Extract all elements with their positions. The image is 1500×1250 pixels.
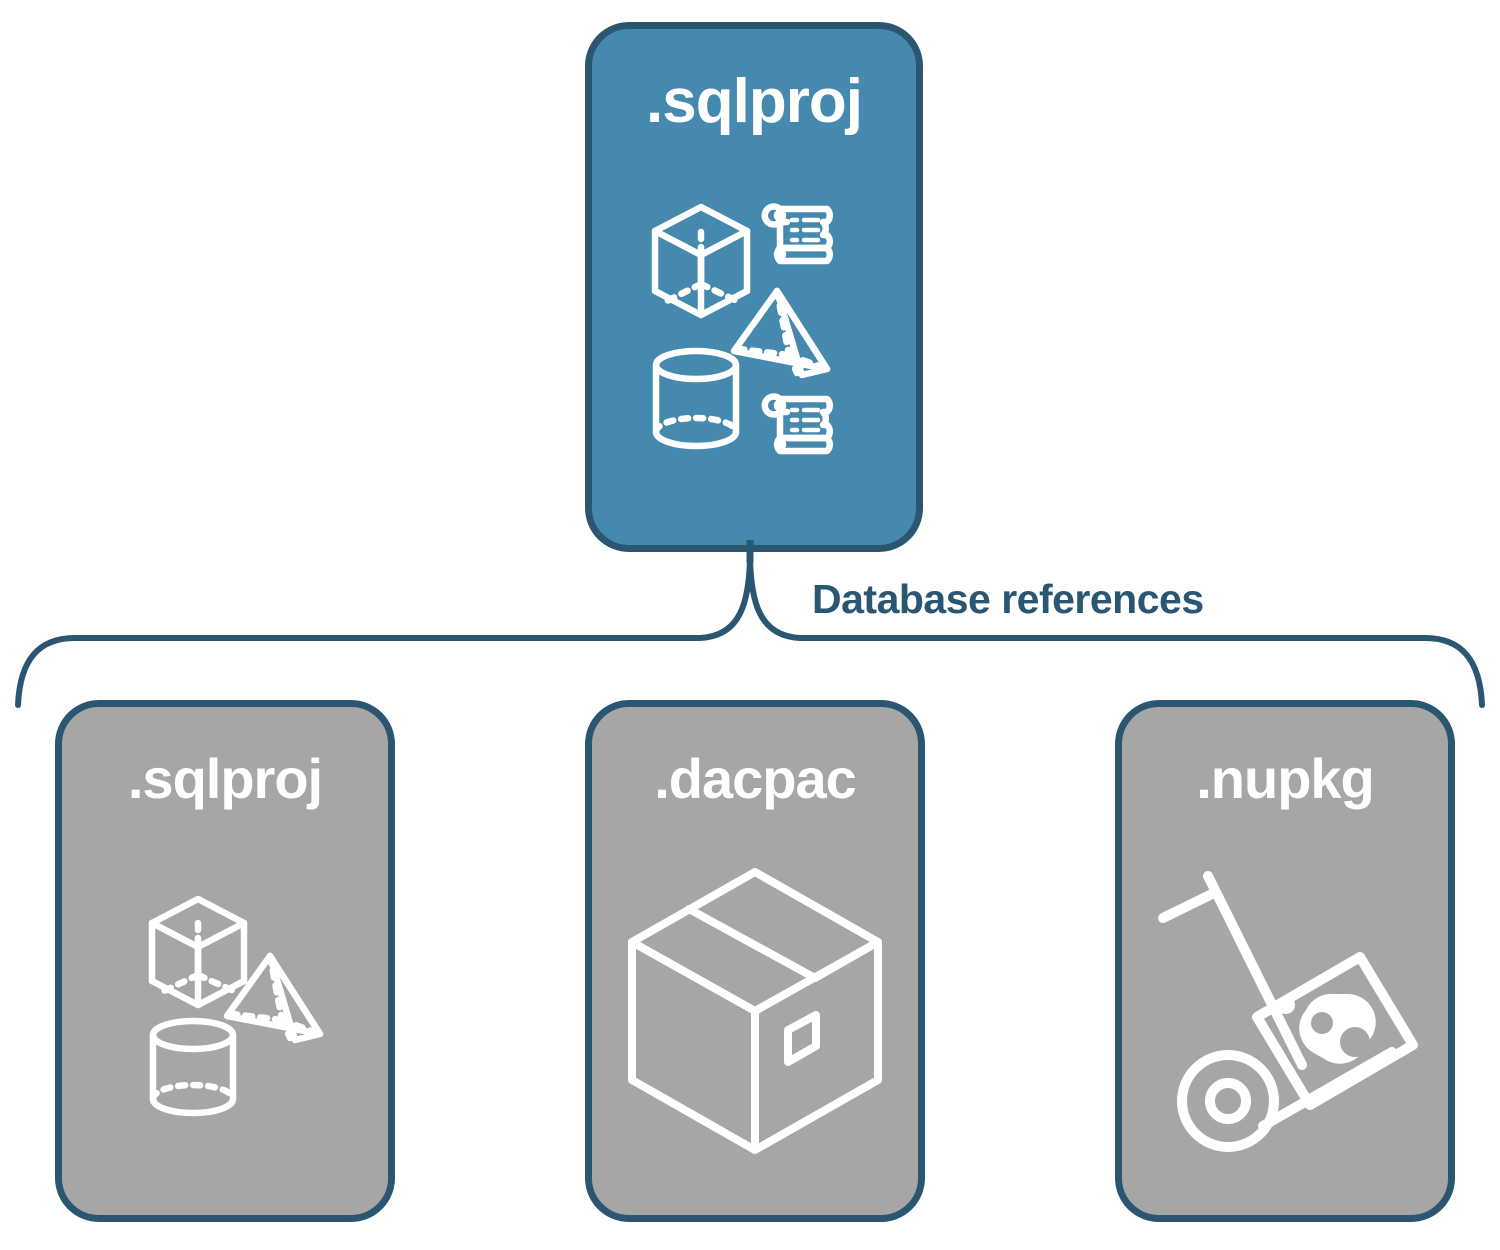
scroll-icon [761, 393, 833, 455]
card-title: .nupkg [1196, 747, 1375, 810]
pyramid-icon [223, 952, 324, 1044]
card-artwork [592, 133, 916, 545]
card-sqlproj-root[interactable]: .sqlproj [585, 22, 923, 552]
pyramid-icon [730, 287, 831, 379]
card-title: .sqlproj [646, 67, 863, 136]
card-artwork [1122, 807, 1448, 1215]
card-title: .sqlproj [127, 747, 323, 810]
card-title: .dacpac [654, 747, 857, 810]
card-reference-nupkg[interactable]: .nupkg [1115, 700, 1455, 1222]
cube-icon [651, 203, 751, 319]
card-reference-sqlproj[interactable]: .sqlproj [55, 700, 395, 1222]
database-references-label: Database references [812, 576, 1204, 622]
brace-left [15, 559, 753, 708]
card-artwork [62, 807, 388, 1215]
card-reference-dacpac[interactable]: .dacpac [585, 700, 925, 1222]
card-artwork [592, 807, 918, 1215]
scroll-icon [761, 203, 833, 265]
package-box-icon [628, 868, 882, 1154]
cylinder-icon [149, 1017, 237, 1117]
cube-icon [148, 895, 248, 1009]
hand-truck-nuget-icon [1158, 871, 1418, 1152]
database-references-brace [15, 540, 1485, 708]
cylinder-icon [652, 347, 740, 450]
